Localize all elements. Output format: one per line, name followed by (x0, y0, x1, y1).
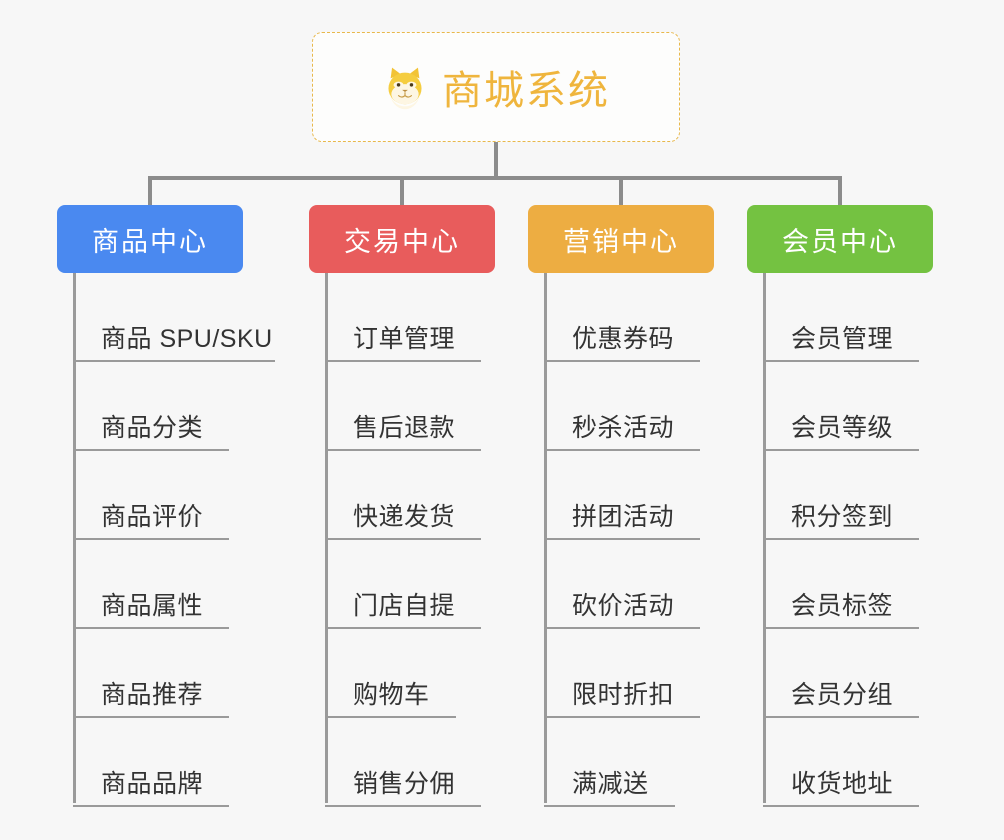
leaf-label: 商品分类 (101, 414, 204, 442)
leaf-label: 优惠券码 (572, 325, 675, 353)
leaf-label: 购物车 (353, 681, 430, 709)
leaf-item[interactable]: 会员分组 (763, 629, 919, 718)
leaf-item[interactable]: 购物车 (325, 629, 456, 718)
branch-product-center: 商品中心 (57, 205, 243, 273)
leaf-item[interactable]: 优惠券码 (544, 273, 700, 362)
leaf-label: 商品推荐 (101, 681, 204, 709)
connector-root-drop (494, 142, 498, 178)
branch-header-label: 商品中心 (92, 226, 208, 257)
leaf-label: 会员标签 (791, 592, 894, 620)
branch-member-center: 会员中心 (747, 205, 933, 273)
leaf-label: 限时折扣 (572, 681, 675, 709)
connector-branch-drop-4 (838, 176, 842, 206)
leaf-item[interactable]: 收货地址 (763, 718, 919, 807)
leaf-item[interactable]: 销售分佣 (325, 718, 481, 807)
leaf-item[interactable]: 秒杀活动 (544, 362, 700, 451)
leaf-item[interactable]: 快递发货 (325, 451, 481, 540)
leaf-label: 会员管理 (791, 325, 894, 353)
leaf-label: 收货地址 (791, 770, 894, 798)
leaf-item[interactable]: 商品分类 (73, 362, 229, 451)
leaf-label: 售后退款 (353, 414, 456, 442)
leaf-label: 订单管理 (353, 325, 456, 353)
leaf-item[interactable]: 售后退款 (325, 362, 481, 451)
leaf-item[interactable]: 砍价活动 (544, 540, 700, 629)
root-node[interactable]: 商城系统 (312, 32, 680, 142)
leaf-item[interactable]: 商品 SPU/SKU (73, 273, 275, 362)
connector-branch-drop-1 (148, 176, 152, 206)
leaf-item[interactable]: 积分签到 (763, 451, 919, 540)
shiba-dog-face-icon (382, 64, 428, 110)
leaf-item[interactable]: 商品评价 (73, 451, 229, 540)
leaf-item[interactable]: 商品推荐 (73, 629, 229, 718)
leaf-label: 商品评价 (101, 503, 204, 531)
branch-header-marketing-center[interactable]: 营销中心 (528, 205, 714, 273)
leaf-label: 砍价活动 (572, 592, 675, 620)
leaf-item[interactable]: 拼团活动 (544, 451, 700, 540)
leaf-item[interactable]: 会员管理 (763, 273, 919, 362)
leaf-label: 销售分佣 (353, 770, 456, 798)
leaf-label: 积分签到 (791, 503, 894, 531)
leaf-list-marketing-center: 优惠券码 秒杀活动 拼团活动 砍价活动 限时折扣 满减送 (544, 273, 700, 807)
leaf-label: 快递发货 (353, 503, 456, 531)
branch-header-trade-center[interactable]: 交易中心 (309, 205, 495, 273)
leaf-label: 门店自提 (353, 592, 456, 620)
root-title: 商城系统 (442, 69, 610, 113)
leaf-item[interactable]: 会员等级 (763, 362, 919, 451)
branch-header-product-center[interactable]: 商品中心 (57, 205, 243, 273)
leaf-list-member-center: 会员管理 会员等级 积分签到 会员标签 会员分组 收货地址 (763, 273, 919, 807)
branch-header-member-center[interactable]: 会员中心 (747, 205, 933, 273)
leaf-list-trade-center: 订单管理 售后退款 快递发货 门店自提 购物车 销售分佣 (325, 273, 481, 807)
branch-trade-center: 交易中心 (309, 205, 495, 273)
leaf-list-product-center: 商品 SPU/SKU 商品分类 商品评价 商品属性 商品推荐 商品品牌 (73, 273, 275, 807)
leaf-label: 拼团活动 (572, 503, 675, 531)
leaf-item[interactable]: 订单管理 (325, 273, 481, 362)
leaf-label: 商品品牌 (101, 770, 204, 798)
leaf-item[interactable]: 商品属性 (73, 540, 229, 629)
leaf-label: 满减送 (572, 770, 649, 798)
connector-horizontal-bus (150, 176, 840, 180)
leaf-item[interactable]: 商品品牌 (73, 718, 229, 807)
branch-header-label: 营销中心 (563, 226, 679, 257)
branch-marketing-center: 营销中心 (528, 205, 714, 273)
leaf-item[interactable]: 限时折扣 (544, 629, 700, 718)
leaf-item[interactable]: 门店自提 (325, 540, 481, 629)
leaf-label: 会员分组 (791, 681, 894, 709)
leaf-item[interactable]: 会员标签 (763, 540, 919, 629)
branch-header-label: 交易中心 (344, 226, 460, 257)
branch-header-label: 会员中心 (782, 226, 898, 257)
leaf-label: 商品 SPU/SKU (101, 325, 273, 353)
leaf-label: 秒杀活动 (572, 414, 675, 442)
leaf-item[interactable]: 满减送 (544, 718, 675, 807)
connector-branch-drop-3 (619, 176, 623, 206)
leaf-label: 会员等级 (791, 414, 894, 442)
leaf-label: 商品属性 (101, 592, 204, 620)
connector-branch-drop-2 (400, 176, 404, 206)
